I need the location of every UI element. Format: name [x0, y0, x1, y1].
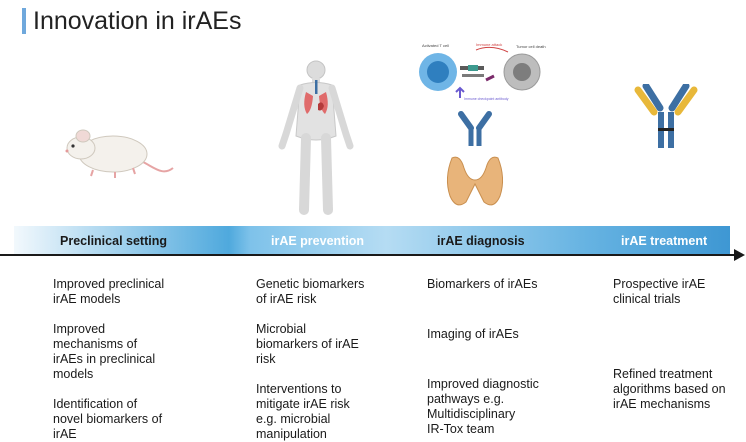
list-item: Improved mechanisms of irAEs in preclini…: [53, 322, 156, 381]
stage-irae-treatment: irAE treatment: [621, 234, 708, 248]
arrow-head-icon: [734, 249, 745, 261]
page-title: Innovation in irAEs: [33, 7, 242, 35]
activated-t-cell-label: Activated T cell: [422, 43, 449, 48]
list-item: Refined treatment algorithms based on ir…: [613, 367, 726, 411]
antibody-icon: [458, 111, 492, 146]
list-item: Imaging of irAEs: [427, 327, 519, 341]
list-item: Identification of novel biomarkers of ir…: [53, 397, 163, 441]
mouse-illustration: [65, 129, 174, 178]
stage-irae-prevention: irAE prevention: [271, 234, 365, 248]
therapeutic-antibody-icon: [634, 84, 698, 148]
tumor-cell-death-label: Tumor cell death: [516, 44, 546, 49]
timeline-arrow: [0, 254, 740, 256]
list-item: Improved preclinical irAE models: [53, 277, 165, 306]
human-body-illustration: [278, 60, 354, 215]
timeline-banner: [14, 226, 730, 256]
list-item: Improved diagnostic pathways e.g. Multid…: [427, 377, 539, 436]
list-item: Genetic biomarkers of irAE risk: [256, 277, 365, 306]
list-item: Interventions to mitigate irAE risk e.g.…: [256, 382, 350, 441]
list-item: Biomarkers of irAEs: [427, 277, 538, 291]
thyroid-illustration: [446, 156, 504, 206]
title-accent-bar: [22, 8, 26, 34]
stage-preclinical-setting: Preclinical setting: [60, 234, 167, 248]
list-item: Prospective irAE clinical trials: [613, 277, 706, 306]
antibody-label: Immune checkpoint antibody: [464, 97, 509, 101]
list-item: Microbial biomarkers of irAE risk: [256, 322, 359, 366]
stage-irae-diagnosis: irAE diagnosis: [437, 234, 525, 248]
immune-attack-label: Immune attack: [476, 42, 502, 47]
t-cell-mechanism-illustration: Activated T cell Immune attack Tumor cel…: [419, 42, 546, 101]
